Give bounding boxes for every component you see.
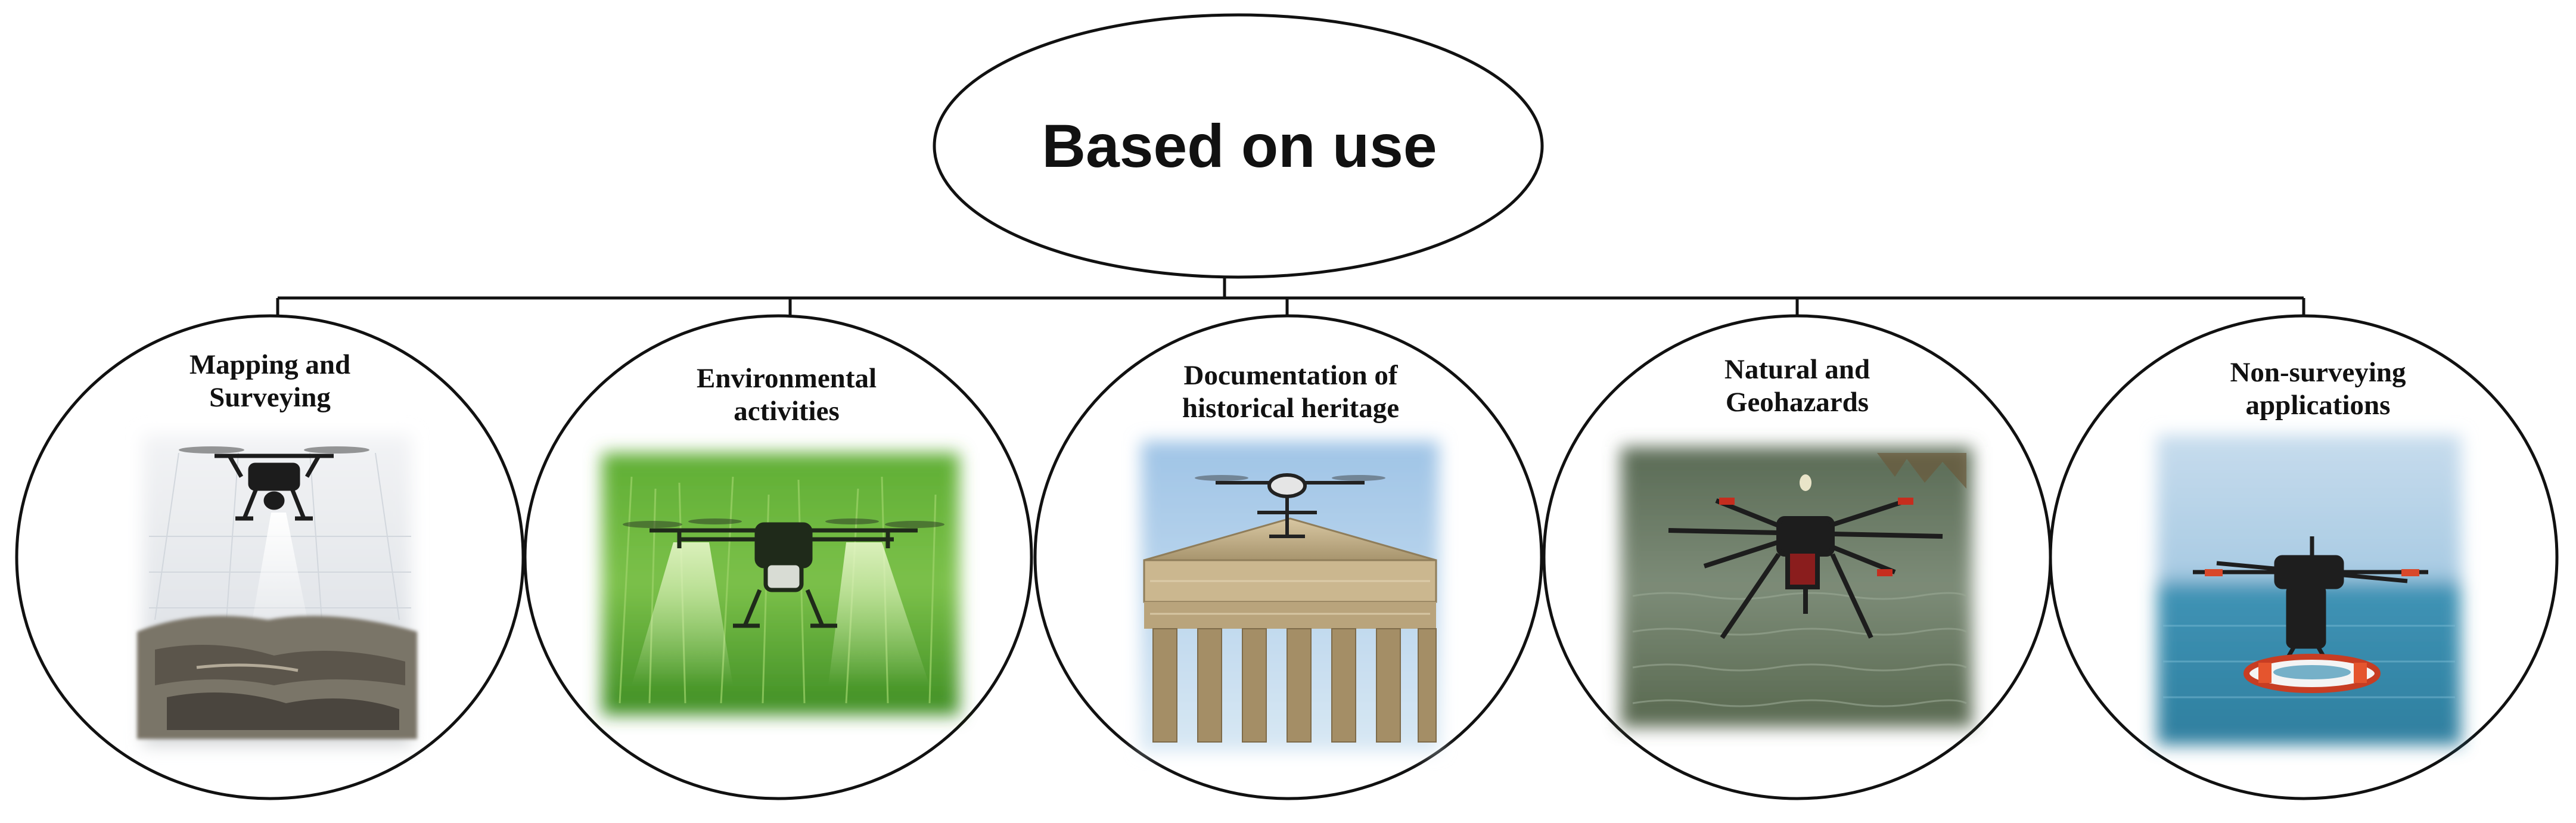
category-label-mapping: Mapping and Surveying (79, 349, 461, 415)
hexacopter-icon (1668, 498, 1943, 639)
category-label-geohazards: Natural and Geohazards (1606, 353, 1988, 420)
picture-nonsurvey-drone (2157, 435, 2461, 745)
heritage-drone-icon (1216, 473, 1365, 538)
category-label-line1: Natural and (1724, 354, 1870, 385)
category-label-line2: Surveying (209, 382, 331, 414)
category-label-heritage: Documentation of historical heritage (1100, 359, 1481, 426)
root-label: Based on use (1042, 111, 1437, 180)
category-label-nonsurvey: Non-surveying applications (2127, 356, 2509, 423)
connector-lines (276, 277, 2305, 316)
rescue-drone-icon (2193, 536, 2428, 669)
category-label-line1: Mapping and (189, 349, 351, 380)
category-label-line2: historical heritage (1182, 393, 1400, 424)
category-label-environmental: Environmental activities (596, 362, 977, 428)
picture-environmental-drone (602, 453, 959, 715)
category-label-line2: activities (734, 396, 840, 427)
category-label-line1: Documentation of (1183, 360, 1398, 391)
category-label-line1: Environmental (696, 363, 877, 394)
picture-geohazards-drone (1621, 447, 1972, 727)
category-label-line2: Geohazards (1725, 387, 1869, 418)
picture-heritage-drone (1141, 441, 1439, 751)
picture-mapping-drone (137, 435, 417, 745)
category-label-line2: applications (2245, 390, 2391, 421)
category-label-line1: Non-surveying (2230, 357, 2406, 388)
sprayer-drone-icon (650, 522, 918, 628)
drone-icon (215, 454, 334, 521)
root-node (933, 13, 1544, 279)
